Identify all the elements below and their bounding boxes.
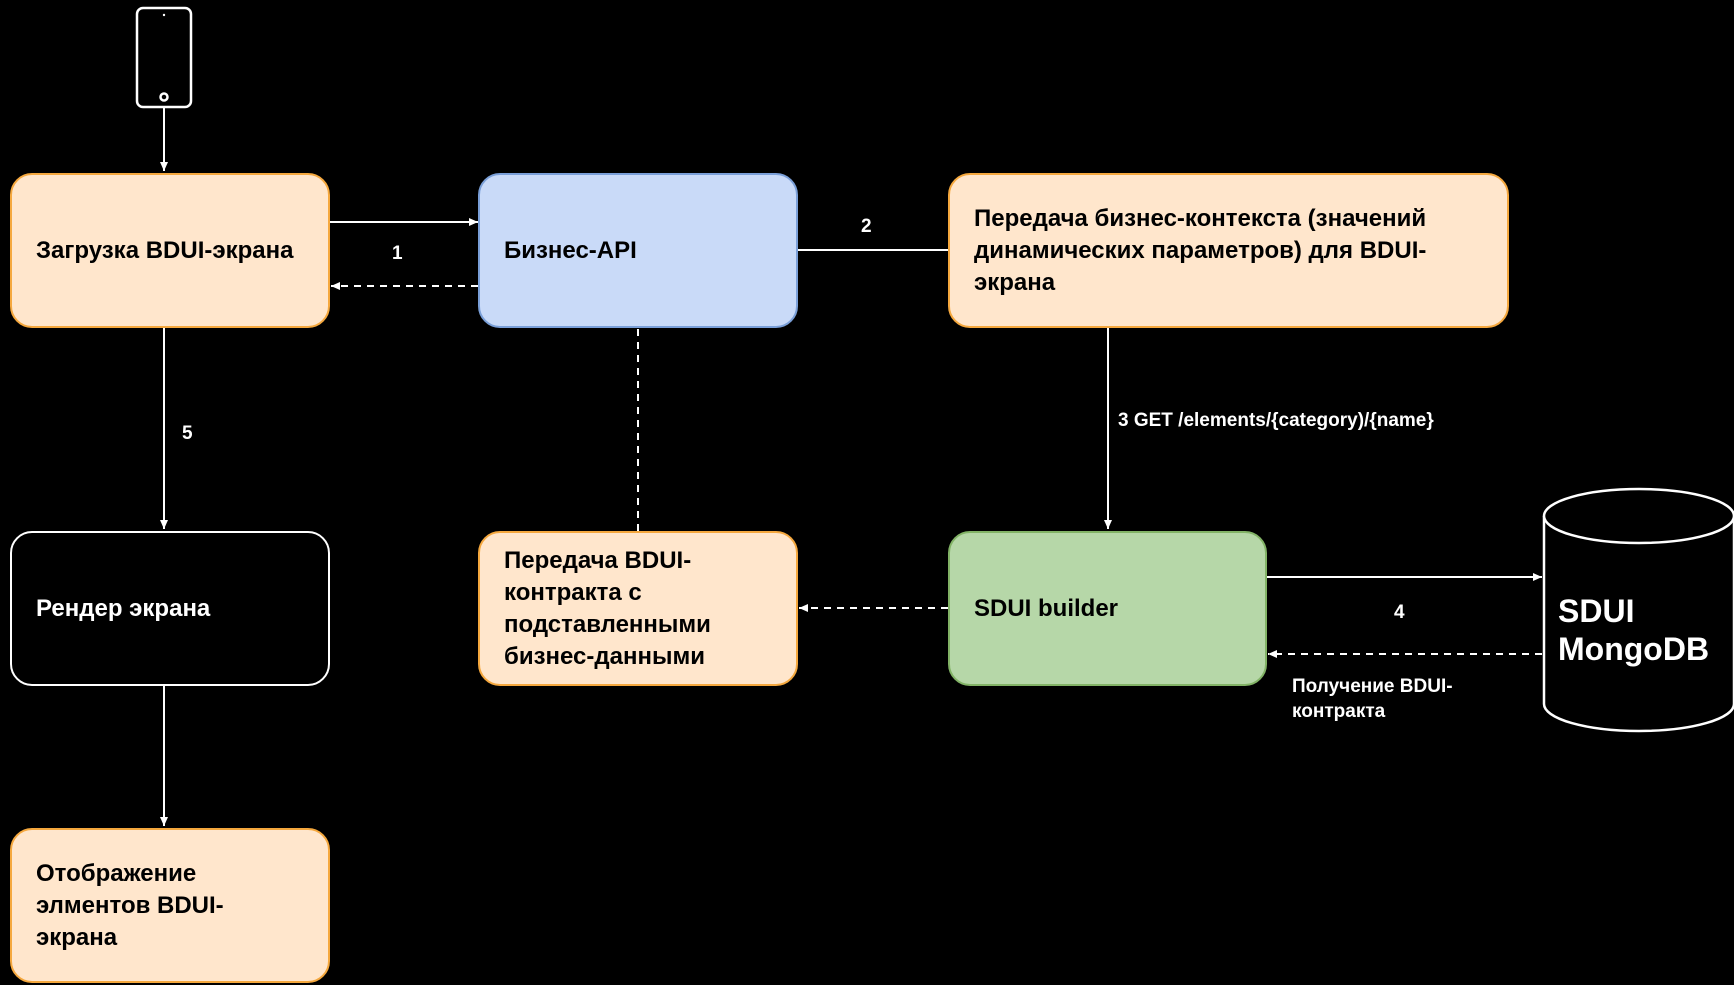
edge-label-step5: 5 — [182, 423, 193, 444]
bdui-contract-label: Передача BDUI-контракта с подставленными… — [504, 546, 711, 670]
sdui-builder-node: SDUI builder — [948, 531, 1267, 686]
sdui-builder-label: SDUI builder — [974, 594, 1119, 622]
render-screen-node: Рендер экрана — [10, 531, 330, 686]
smartphone-icon — [135, 6, 193, 109]
edge-label-step3: 3 GET /elements/{category)/{name} — [1118, 410, 1434, 431]
edge-label-get-contract: Получение BDUI-контракта — [1292, 676, 1453, 722]
database-cylinder-icon — [1542, 487, 1734, 733]
business-context-node: Передача бизнес-контекста (значений дина… — [948, 173, 1509, 328]
business-api-node: Бизнес-API — [478, 173, 798, 328]
business-api-label: Бизнес-API — [504, 236, 637, 264]
edge-label-step4: 4 — [1394, 602, 1405, 623]
display-elements-label: Отображение элментов BDUI-экрана — [36, 859, 224, 951]
database-label: SDUI MongoDB — [1558, 593, 1710, 667]
edge-label-step2: 2 — [861, 216, 872, 237]
business-context-label: Передача бизнес-контекста (значений дина… — [974, 204, 1427, 296]
load-screen-node: Загрузка BDUI-экрана — [10, 173, 330, 328]
edge-label-step1: 1 — [392, 243, 403, 264]
load-screen-label: Загрузка BDUI-экрана — [36, 236, 294, 264]
bdui-contract-node: Передача BDUI-контракта с подставленными… — [478, 531, 798, 686]
display-elements-node: Отображение элментов BDUI-экрана — [10, 828, 330, 983]
render-screen-label: Рендер экрана — [36, 594, 211, 622]
